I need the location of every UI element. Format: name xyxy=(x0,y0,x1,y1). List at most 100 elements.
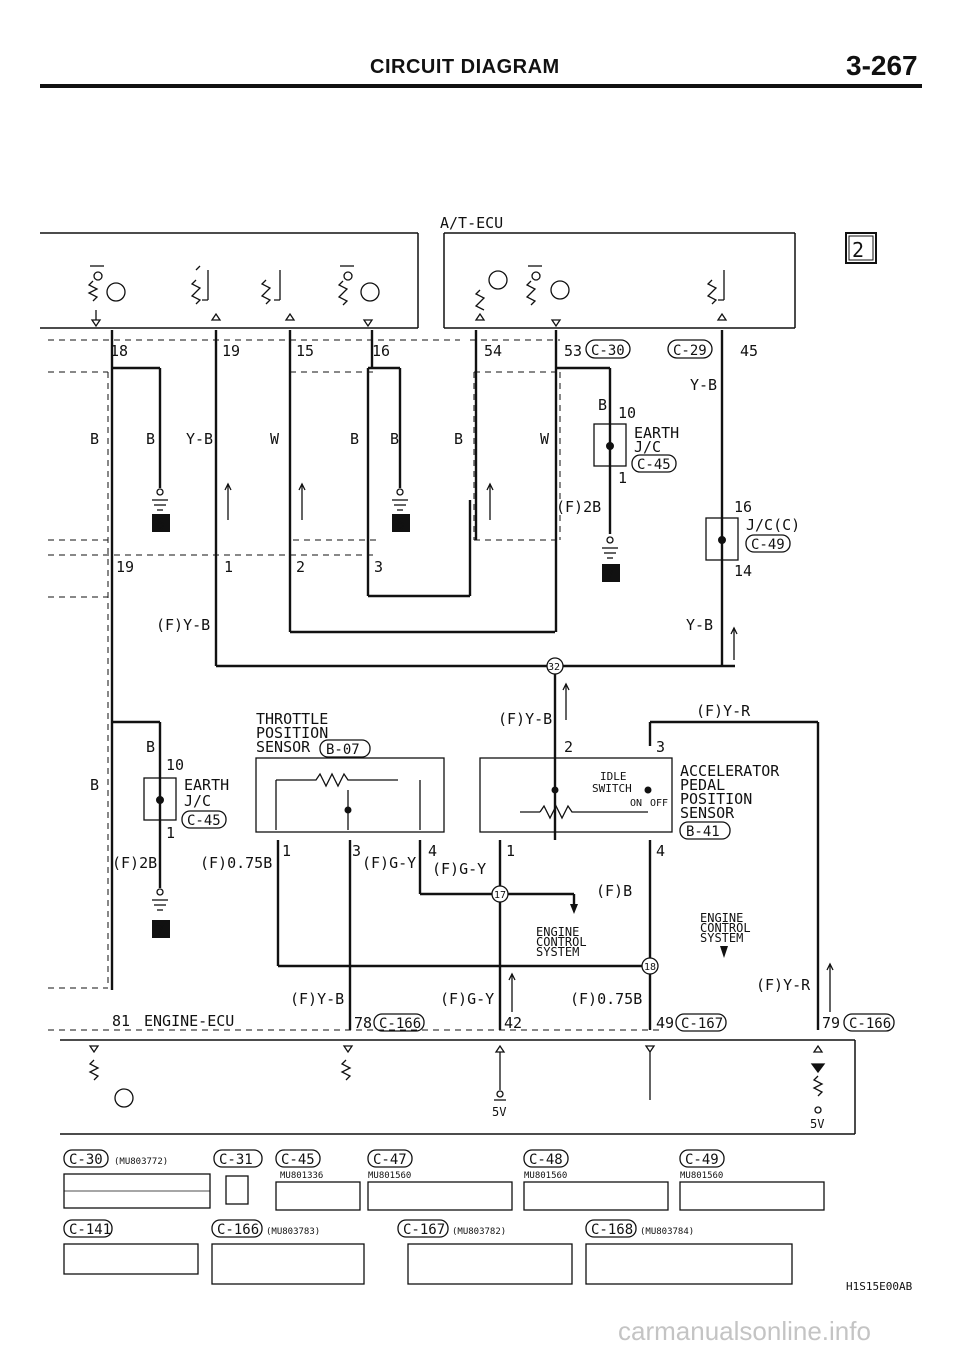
cv-c30-tag: C-30 xyxy=(69,1152,103,1168)
earth-jc-lower-label1: EARTH xyxy=(184,776,229,794)
earth-jc-upper: 10 EARTH J/C C-45 1 xyxy=(593,404,679,487)
pin-54: 54 xyxy=(484,342,502,360)
idle-switch-line2: SWITCH xyxy=(592,782,632,795)
cv-c168-part: (MU803784) xyxy=(640,1227,694,1237)
ecs1-line1: ENGINE xyxy=(536,925,579,939)
ecs2-line1: ENGINE xyxy=(700,911,743,925)
splice-18: 18 xyxy=(644,962,656,973)
ecu-pin-79: 79 xyxy=(822,1014,840,1032)
cv-c168-tag: C-168 xyxy=(591,1222,633,1238)
earth-jc-lower-pin-top: 10 xyxy=(166,756,184,774)
cv-c30-part: (MU803772) xyxy=(114,1157,168,1167)
top-connector-tags: C-30 C-29 xyxy=(585,339,713,359)
wire-b-2: B xyxy=(146,430,155,448)
jc-c: 16 J/C(C) C-49 14 xyxy=(705,498,800,580)
wire-b-7: B xyxy=(146,738,155,756)
signal-arrows xyxy=(224,482,834,1012)
pin-19-top: 19 xyxy=(222,342,240,360)
cv-c167-part: (MU803782) xyxy=(452,1227,506,1237)
pin-45: 45 xyxy=(740,342,758,360)
tps-line2: POSITION xyxy=(256,724,328,742)
engine-ecu-internal: 5V 5V xyxy=(88,1044,826,1131)
apps-pin-2: 2 xyxy=(564,738,573,756)
wire-b-4: B xyxy=(390,430,399,448)
engine-control-refs: ENGINE CONTROL SYSTEM ENGINE CONTROL SYS… xyxy=(536,904,751,959)
cv-c47-part: MU801560 xyxy=(368,1171,411,1181)
tag-c29: C-29 xyxy=(673,343,707,359)
splice-32: 32 xyxy=(548,662,560,673)
wire-f075b-1: (F)0.75B xyxy=(200,854,272,872)
watermark: carmanualsonline.info xyxy=(618,1316,871,1346)
lower-pin-3: 3 xyxy=(374,558,383,576)
ground-point-badges: 6 6 7 7 xyxy=(152,514,620,939)
idle-on: ON xyxy=(630,798,642,809)
wire-labels: B B Y-B W B B B W B Y-B (F)2B (F)Y-B Y-B… xyxy=(90,376,811,1008)
figure-code: H1S15E00AB xyxy=(846,1280,913,1293)
throttle-position-sensor: THROTTLE POSITION SENSOR B-07 1 3 4 xyxy=(255,710,445,860)
idle-off: OFF xyxy=(650,798,668,809)
wires xyxy=(110,330,820,1030)
cv-c49-tag: C-49 xyxy=(685,1152,719,1168)
wire-fgy-1: (F)G-Y xyxy=(362,854,416,872)
ground-6-right: 6 xyxy=(396,517,404,533)
cv-c141-tag: C-141 xyxy=(69,1222,111,1238)
tps-line3: SENSOR xyxy=(256,738,311,756)
voltage-5v-a: 5V xyxy=(492,1105,506,1119)
earth-jc-lower-conn: C-45 xyxy=(187,813,221,829)
earth-jc-lower-pin-bottom: 1 xyxy=(166,824,175,842)
ground-7-right: 7 xyxy=(606,567,614,583)
ecs2-line2: CONTROL xyxy=(700,921,751,935)
wire-fgy-3: (F)G-Y xyxy=(440,990,494,1008)
pin-53: 53 xyxy=(564,342,582,360)
earth-jc-upper-conn: C-45 xyxy=(637,457,671,473)
ground-7-left: 7 xyxy=(156,923,164,939)
at-ecu-label: A/T-ECU xyxy=(440,214,503,232)
page-badge: 2 xyxy=(845,232,877,264)
page-title: CIRCUIT DIAGRAM xyxy=(370,56,560,78)
wire-w-2: W xyxy=(540,430,550,448)
wire-b-5: B xyxy=(454,430,463,448)
ecu-tag-c167: C-167 xyxy=(681,1016,723,1032)
engine-ecu-box: 81 ENGINE-ECU 78 C-166 42 49 C-167 79 C-… xyxy=(60,1012,895,1135)
page-badge-number: 2 xyxy=(852,238,864,262)
page-number: 3-267 xyxy=(846,50,918,81)
cv-c48-tag: C-48 xyxy=(529,1152,563,1168)
wire-yb-1: Y-B xyxy=(186,430,213,448)
ecs1-line2: CONTROL xyxy=(536,935,587,949)
tag-c30: C-30 xyxy=(591,343,625,359)
idle-switch-line1: IDLE xyxy=(600,770,627,783)
wire-yb-2: Y-B xyxy=(690,376,717,394)
cv-c31-tag: C-31 xyxy=(219,1152,253,1168)
splice-17: 17 xyxy=(494,890,506,901)
ground-symbols xyxy=(152,488,618,911)
top-pin-labels: 18 19 15 16 54 53 45 xyxy=(110,342,758,360)
tps-pin-1: 1 xyxy=(282,842,291,860)
earth-jc-upper-label1: EARTH xyxy=(634,424,679,442)
wire-f2b-1: (F)2B xyxy=(556,498,601,516)
ecu-pin-42: 42 xyxy=(504,1014,522,1032)
apps-line3: POSITION xyxy=(680,790,752,808)
connector-views: C-30 (MU803772) C-31 C-45 MU801336 C-47 … xyxy=(63,1149,825,1285)
wire-fyb-3: (F)Y-B xyxy=(290,990,344,1008)
voltage-5v-b: 5V xyxy=(810,1117,824,1131)
pin-15: 15 xyxy=(296,342,314,360)
apps-line2: PEDAL xyxy=(680,776,725,794)
earth-jc-upper-pin-bottom: 1 xyxy=(618,469,627,487)
wire-b-8: B xyxy=(90,776,99,794)
wire-fyb-2: (F)Y-B xyxy=(498,710,552,728)
wire-fyr-2: (F)Y-R xyxy=(756,976,811,994)
pin-16-top: 16 xyxy=(372,342,390,360)
lower-pin-19: 19 xyxy=(116,558,134,576)
lower-pin-labels: 19 1 2 3 xyxy=(116,558,383,576)
wire-fgy-2: (F)G-Y xyxy=(432,860,486,878)
cv-c167-tag: C-167 xyxy=(403,1222,445,1238)
ecu-pin-78: 78 xyxy=(354,1014,372,1032)
wire-f2b-2: (F)2B xyxy=(112,854,157,872)
apps-pin-1: 1 xyxy=(506,842,515,860)
apps-pin-4: 4 xyxy=(656,842,665,860)
ecu-tag-c166-a: C-166 xyxy=(379,1016,421,1032)
apps-line4: SENSOR xyxy=(680,804,735,822)
earth-jc-lower: 10 EARTH J/C C-45 1 xyxy=(143,756,229,842)
